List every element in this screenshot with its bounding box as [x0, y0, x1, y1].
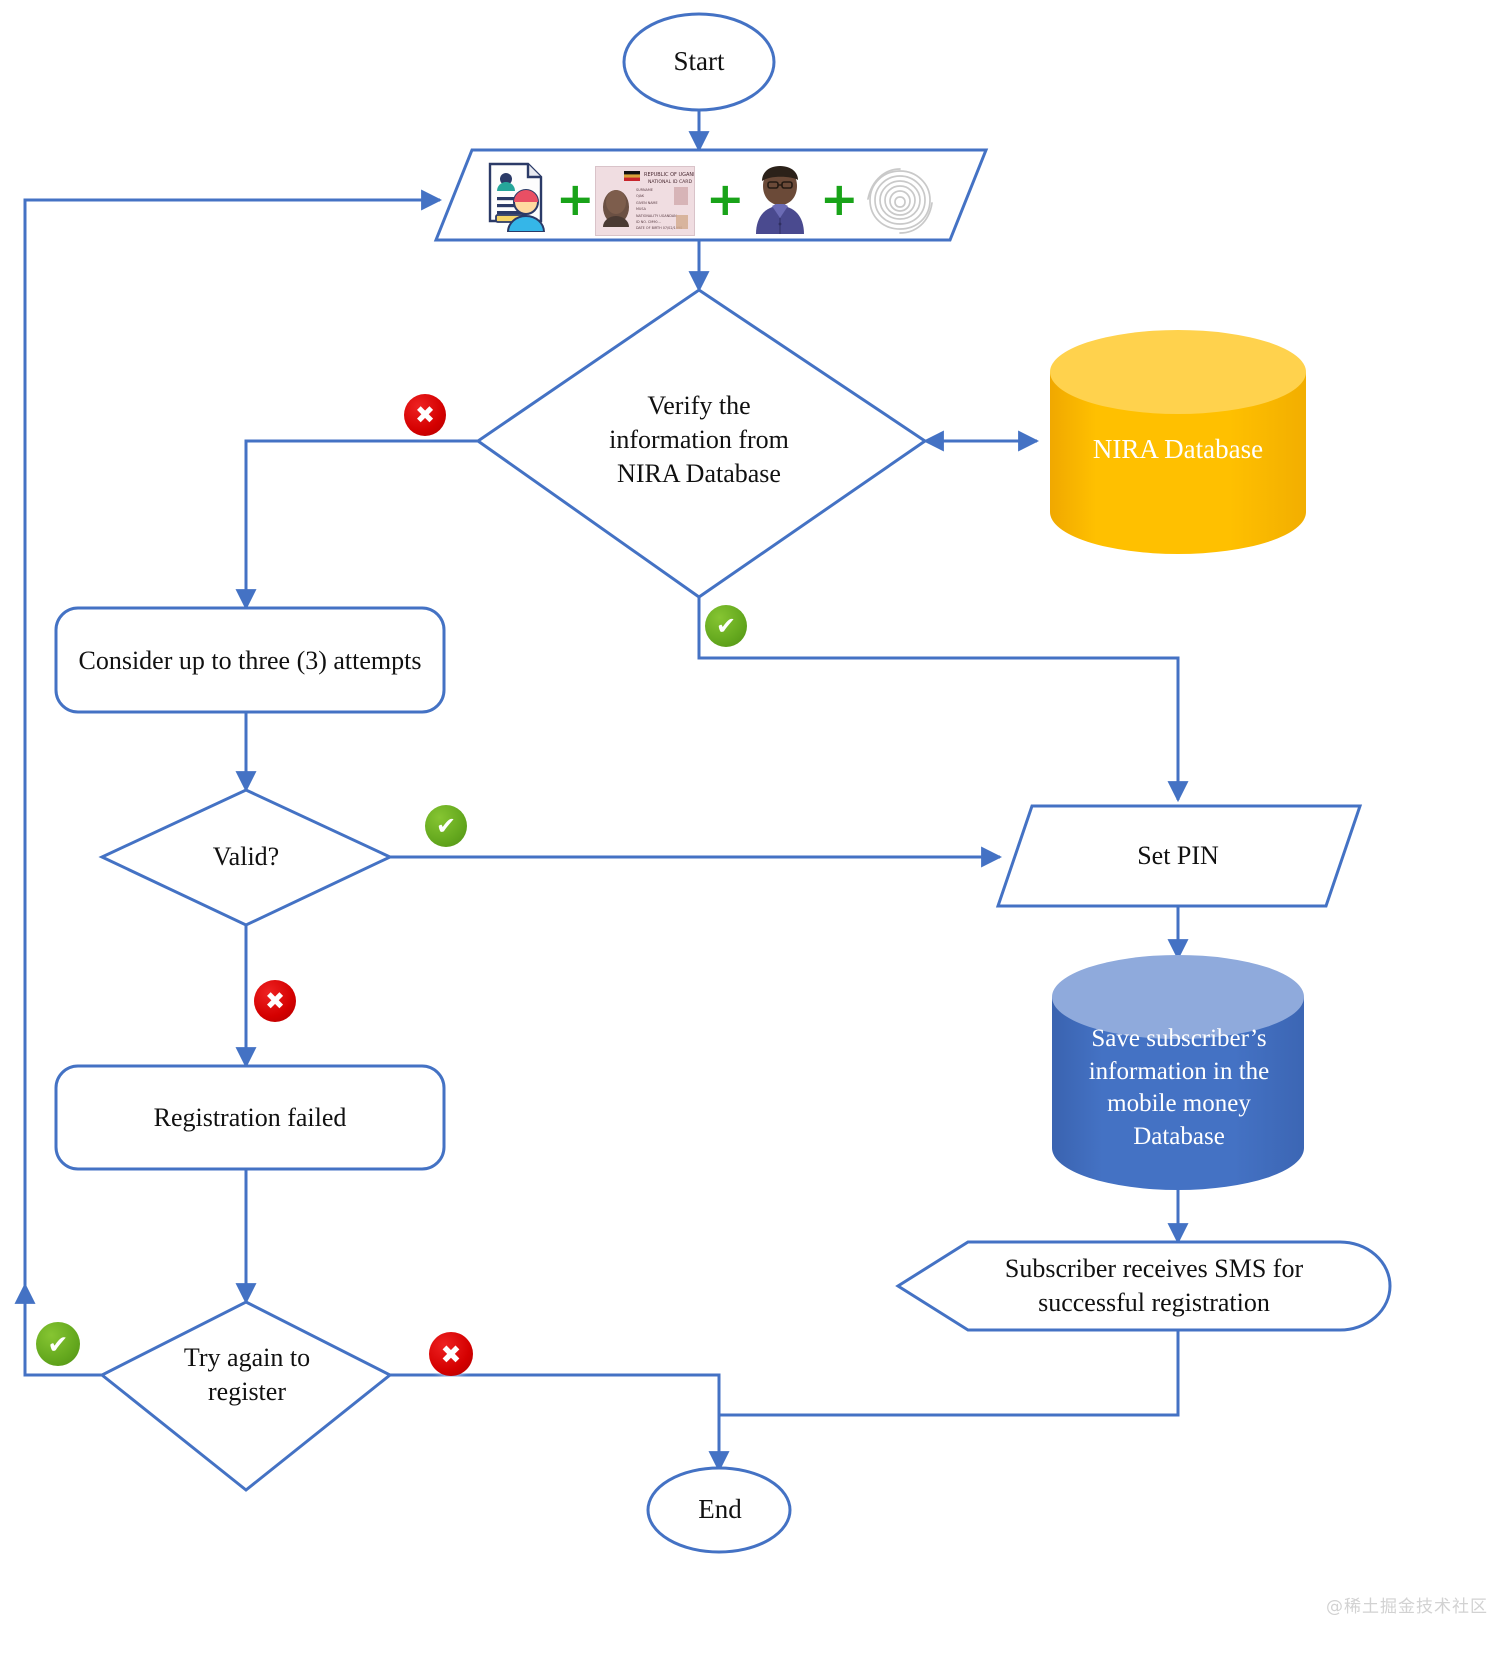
svg-text:NATIONALITY UGANDAN: NATIONALITY UGANDAN	[636, 214, 677, 218]
node-capture-input[interactable]	[433, 148, 989, 242]
node-end[interactable]	[646, 1466, 792, 1554]
tryagain-yes-icon: ✔	[36, 1322, 80, 1366]
verify-fail-icon: ✖	[404, 394, 446, 436]
edge-tryagain-capture	[23, 189, 443, 1377]
live-photo-image	[746, 162, 814, 234]
tryagain-no-icon: ✖	[429, 1332, 473, 1376]
connector-group	[14, 106, 1189, 1473]
valid-fail-icon: ✖	[254, 980, 296, 1022]
svg-text:OJAK: OJAK	[636, 194, 645, 198]
node-attempts[interactable]	[54, 606, 446, 714]
svg-text:SURNAME: SURNAME	[636, 188, 653, 192]
node-verify-decision[interactable]	[475, 288, 928, 599]
verify-pass-icon: ✔	[705, 605, 747, 647]
svg-text:GIVEN NAME: GIVEN NAME	[636, 201, 658, 205]
svg-text:ID NO. CM90...: ID NO. CM90...	[636, 220, 661, 224]
node-try-again-decision[interactable]	[99, 1300, 393, 1492]
valid-pass-icon: ✔	[425, 805, 467, 847]
svg-text:REPUBLIC OF UGANDA: REPUBLIC OF UGANDA	[644, 172, 694, 178]
node-valid-decision[interactable]	[98, 788, 394, 927]
fingerprint-icon	[862, 163, 938, 237]
plus-icon-2: +	[706, 172, 745, 226]
node-nira-database[interactable]	[1050, 330, 1306, 554]
national-id-card-image: REPUBLIC OF UGANDA NATIONAL ID CARD SURN…	[595, 166, 695, 236]
svg-text:DATE OF BIRTH 07/02/1990: DATE OF BIRTH 07/02/1990	[636, 226, 682, 230]
edge-verify-attempts	[235, 439, 478, 611]
node-sms-display[interactable]	[895, 1240, 1392, 1332]
watermark: @稀土掘金技术社区	[1326, 1597, 1488, 1617]
edge-tryagain-end	[390, 1373, 730, 1473]
node-registration-failed[interactable]	[54, 1064, 446, 1171]
plus-icon-3: +	[820, 172, 859, 226]
svg-text:NATIONAL ID CARD: NATIONAL ID CARD	[648, 179, 692, 185]
edge-verify-setpin	[697, 597, 1189, 803]
edge-sms-endline	[719, 1330, 1180, 1417]
node-start[interactable]	[622, 12, 776, 112]
plus-icon-1: +	[556, 172, 595, 226]
svg-text:MUSA: MUSA	[636, 207, 647, 211]
node-set-pin[interactable]	[995, 804, 1363, 908]
personal-details-form-icon	[480, 160, 555, 232]
node-momo-database[interactable]	[1052, 955, 1304, 1190]
